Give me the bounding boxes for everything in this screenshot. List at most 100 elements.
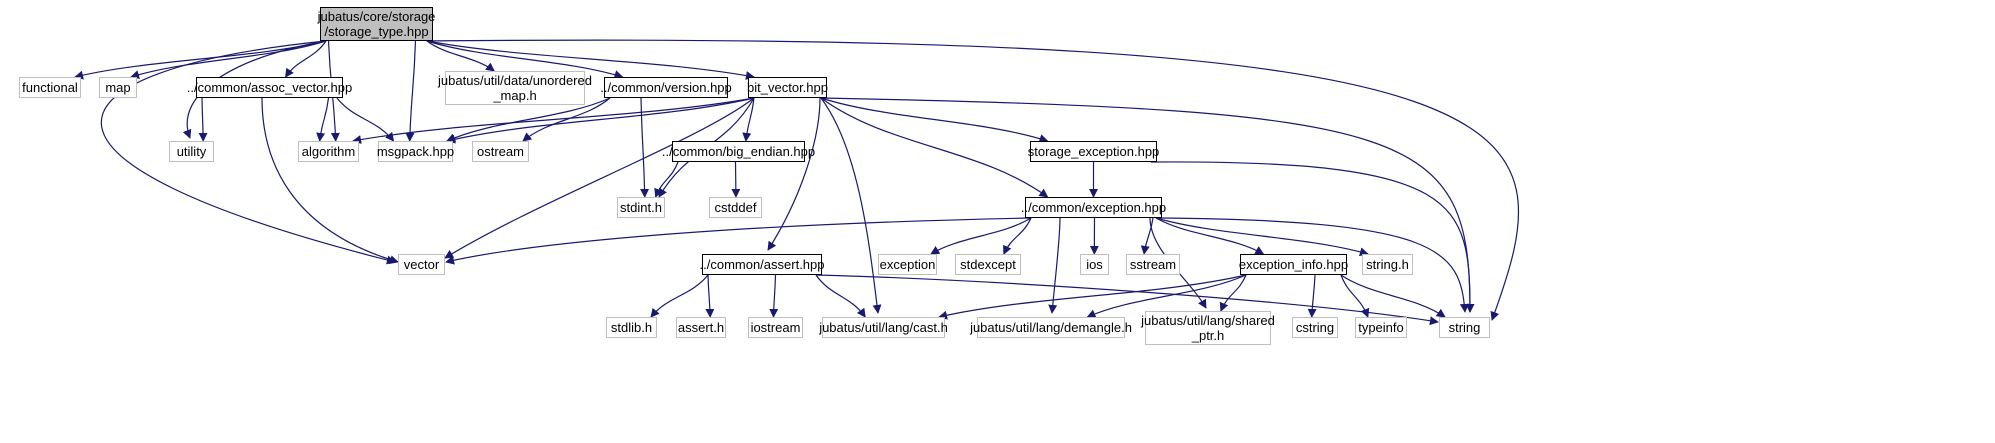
node-big-endian[interactable]: ../common/big_endian.hpp xyxy=(662,141,815,162)
edge-exception_info-to-cast xyxy=(938,274,1247,320)
edge-assoc_vector-to-msgpack xyxy=(336,97,395,142)
edge-exception_hpp-to-exception xyxy=(930,217,1032,255)
edge-root-to-map xyxy=(130,40,327,79)
node-label: bit_vector.hpp xyxy=(747,80,828,95)
node-typeinfo: typeinfo xyxy=(1355,317,1407,338)
edge-bit_vector-to-big_endian xyxy=(742,97,755,142)
node-label: msgpack.hpp xyxy=(376,144,455,159)
node-cstring: cstring xyxy=(1292,317,1338,338)
node-label: string.h xyxy=(1366,257,1409,272)
node-label: stdexcept xyxy=(960,257,1016,272)
node-label: string xyxy=(1448,320,1481,335)
edge-root-to-functional xyxy=(74,40,327,80)
edge-exception_hpp-to-string xyxy=(1155,217,1469,313)
node-exception: exception xyxy=(878,254,937,275)
node-assert-hpp[interactable]: ../common/assert.hpp xyxy=(699,254,825,275)
node-label: jubatus/util/lang/shared _ptr.h xyxy=(1141,313,1275,343)
edge-root-to-assoc_vector xyxy=(285,40,327,78)
node-label: ostream xyxy=(477,144,524,159)
node-shared-ptr: jubatus/util/lang/shared _ptr.h xyxy=(1141,311,1275,345)
node-iostream: iostream xyxy=(748,317,803,338)
node-assert-h: assert.h xyxy=(676,317,726,338)
edge-assoc_vector-to-vector xyxy=(261,97,399,265)
edge-assoc_vector-to-algorithm xyxy=(316,97,330,142)
node-exception-info[interactable]: exception_info.hpp xyxy=(1238,254,1349,275)
edge-bit_vector-to-cast xyxy=(820,97,882,314)
node-exception-hpp[interactable]: ../common/exception.hpp xyxy=(1021,197,1166,218)
node-bit-vector[interactable]: bit_vector.hpp xyxy=(747,77,828,98)
edge-bit_vector-to-exception_hpp xyxy=(820,97,1049,198)
edge-root-to-vector xyxy=(100,40,396,265)
node-label: cstddef xyxy=(714,200,757,215)
node-assoc-vector[interactable]: ../common/assoc_vector.hpp xyxy=(187,77,352,98)
node-label: sstream xyxy=(1129,257,1177,272)
node-label: functional xyxy=(22,80,78,95)
edge-big_endian-to-stdint xyxy=(654,161,679,198)
node-map: map xyxy=(99,77,137,98)
node-stdexcept: stdexcept xyxy=(955,254,1021,275)
node-cast: jubatus/util/lang/cast.h xyxy=(819,317,948,338)
edge-assert_hpp-to-cast xyxy=(815,274,866,318)
edge-bit_vector-to-algorithm xyxy=(352,97,755,145)
node-string-h: string.h xyxy=(1362,254,1413,275)
node-utility: utility xyxy=(169,141,214,162)
edge-version-to-ostream xyxy=(522,97,611,142)
edge-exception_info-to-shared_ptr xyxy=(1219,274,1247,312)
edge-bit_vector-to-vector xyxy=(444,97,755,259)
node-root[interactable]: jubatus/core/storage /storage_type.hpp xyxy=(317,7,436,41)
node-label: ../common/assoc_vector.hpp xyxy=(186,80,353,95)
edge-bit_vector-to-storage_exception xyxy=(820,97,1049,143)
node-label: ../common/assert.hpp xyxy=(699,257,825,272)
node-label: ../common/big_endian.hpp xyxy=(661,144,816,159)
edge-exception_info-to-cstring xyxy=(1307,274,1317,318)
node-version[interactable]: ../common/version.hpp xyxy=(600,77,732,98)
node-label: jubatus/util/data/unordered _map.h xyxy=(438,73,592,103)
node-label: ../common/version.hpp xyxy=(600,80,732,95)
node-label: jubatus/core/storage /storage_type.hpp xyxy=(317,9,436,39)
edge-exception_info-to-typeinfo xyxy=(1340,274,1370,318)
node-label: vector xyxy=(403,257,440,272)
edge-assert_hpp-to-iostream xyxy=(769,274,779,318)
node-vector: vector xyxy=(398,254,445,275)
edge-exception_info-to-demangle xyxy=(1086,274,1247,318)
edge-exception_hpp-to-vector xyxy=(445,217,1032,265)
node-msgpack: msgpack.hpp xyxy=(376,141,455,162)
node-label: algorithm xyxy=(301,144,356,159)
edge-assert_hpp-to-string xyxy=(815,274,1439,326)
edge-root-to-bit_vector xyxy=(426,40,755,80)
edge-root-to-string xyxy=(426,39,1520,321)
edge-exception_info-to-string xyxy=(1340,274,1446,318)
edge-assert_hpp-to-stdlib xyxy=(650,274,709,318)
node-demangle: jubatus/util/lang/demangle.h xyxy=(970,317,1132,338)
node-storage-exception[interactable]: storage_exception.hpp xyxy=(1027,141,1160,162)
edge-exception_hpp-to-sstream xyxy=(1140,217,1154,255)
edge-exception_hpp-to-stdexcept xyxy=(1003,217,1032,255)
edge-storage_exception-to-string xyxy=(1150,161,1475,313)
node-unordered-map: jubatus/util/data/unordered _map.h xyxy=(438,71,592,105)
node-ostream: ostream xyxy=(472,141,529,162)
node-algorithm: algorithm xyxy=(298,141,359,162)
edge-exception_hpp-to-demangle xyxy=(1048,217,1061,314)
edge-version-to-msgpack xyxy=(446,97,611,142)
node-string: string xyxy=(1439,317,1490,338)
edge-exception_hpp-to-string_h xyxy=(1155,217,1369,257)
node-functional: functional xyxy=(19,77,81,98)
node-stdlib: stdlib.h xyxy=(606,317,657,338)
node-label: jubatus/util/lang/demangle.h xyxy=(970,320,1132,335)
node-label: storage_exception.hpp xyxy=(1027,144,1160,159)
edge-assoc_vector-to-utility xyxy=(198,97,208,142)
edge-root-to-version xyxy=(426,40,624,79)
edge-root-to-msgpack xyxy=(405,40,417,142)
edge-exception_hpp-to-exception_info xyxy=(1155,217,1265,255)
node-label: exception xyxy=(879,257,936,272)
node-label: cstring xyxy=(1295,320,1335,335)
edge-root-to-unordered_map xyxy=(426,40,495,72)
node-label: ../common/exception.hpp xyxy=(1020,200,1167,215)
edge-bit_vector-to-assert_hpp xyxy=(767,97,821,251)
node-label: exception_info.hpp xyxy=(1238,257,1349,272)
node-stdint: stdint.h xyxy=(617,197,665,218)
node-label: utility xyxy=(176,144,207,159)
node-label: map xyxy=(105,80,131,95)
